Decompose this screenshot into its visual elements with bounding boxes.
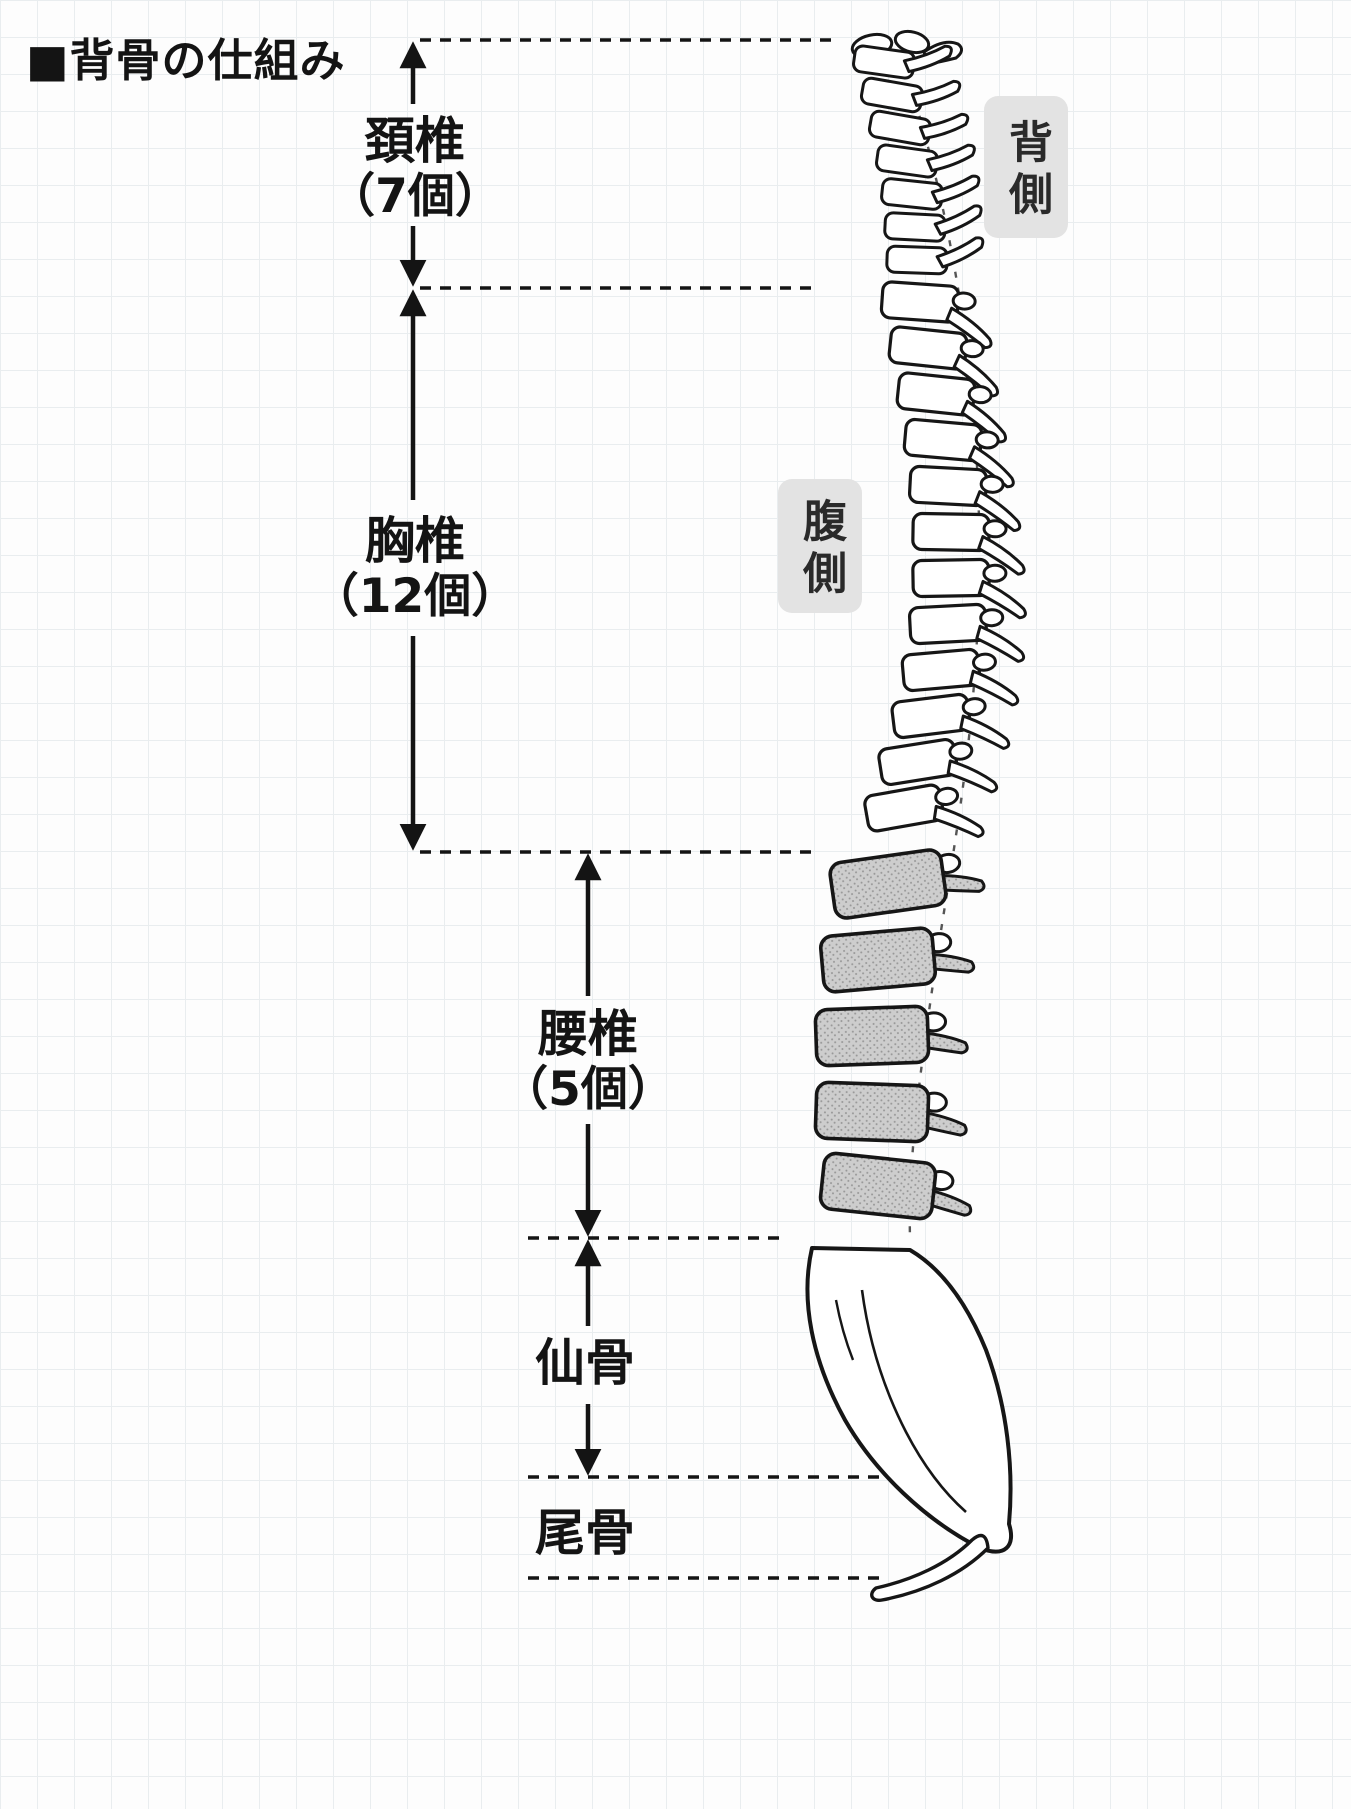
- diagram-title: ■背骨の仕組み: [26, 34, 346, 87]
- sacrum-name: 仙骨: [535, 1334, 635, 1392]
- thoracic-count: （12個）: [311, 569, 519, 624]
- sacrum-label: 仙骨: [535, 1334, 635, 1392]
- cervical-label: 頚椎 （7個）: [328, 112, 502, 225]
- dorsal-side-text: 背側: [1001, 119, 1052, 223]
- lumbar-count: （5個）: [501, 1062, 675, 1117]
- lumbar-vertebrae: [813, 841, 988, 1226]
- lumbar-label: 腰椎 （5個）: [501, 1005, 675, 1118]
- cervical-vertebrae: [850, 32, 985, 277]
- cervical-name: 頚椎: [364, 112, 465, 170]
- coccyx-bone: [870, 1533, 990, 1602]
- thoracic-label: 胸椎 （12個）: [312, 512, 518, 625]
- cervical-count: （7個）: [328, 169, 502, 224]
- sacrum-bone: [805, 1246, 1014, 1554]
- thoracic-vertebrae: [861, 279, 1028, 857]
- spinal-canal-dashed-line: [898, 54, 981, 1239]
- lumbar-name: 腰椎: [537, 1005, 638, 1063]
- ventral-side-badge: 腹側: [778, 479, 862, 613]
- coccyx-label: 尾骨: [535, 1504, 635, 1562]
- dorsal-side-badge: 背側: [984, 96, 1068, 238]
- thoracic-name: 胸椎: [365, 512, 465, 570]
- coccyx-name: 尾骨: [535, 1504, 635, 1562]
- boundary-lines: [420, 38, 928, 1580]
- ventral-side-text: 腹側: [795, 498, 846, 602]
- extent-arrows: [399, 41, 602, 1476]
